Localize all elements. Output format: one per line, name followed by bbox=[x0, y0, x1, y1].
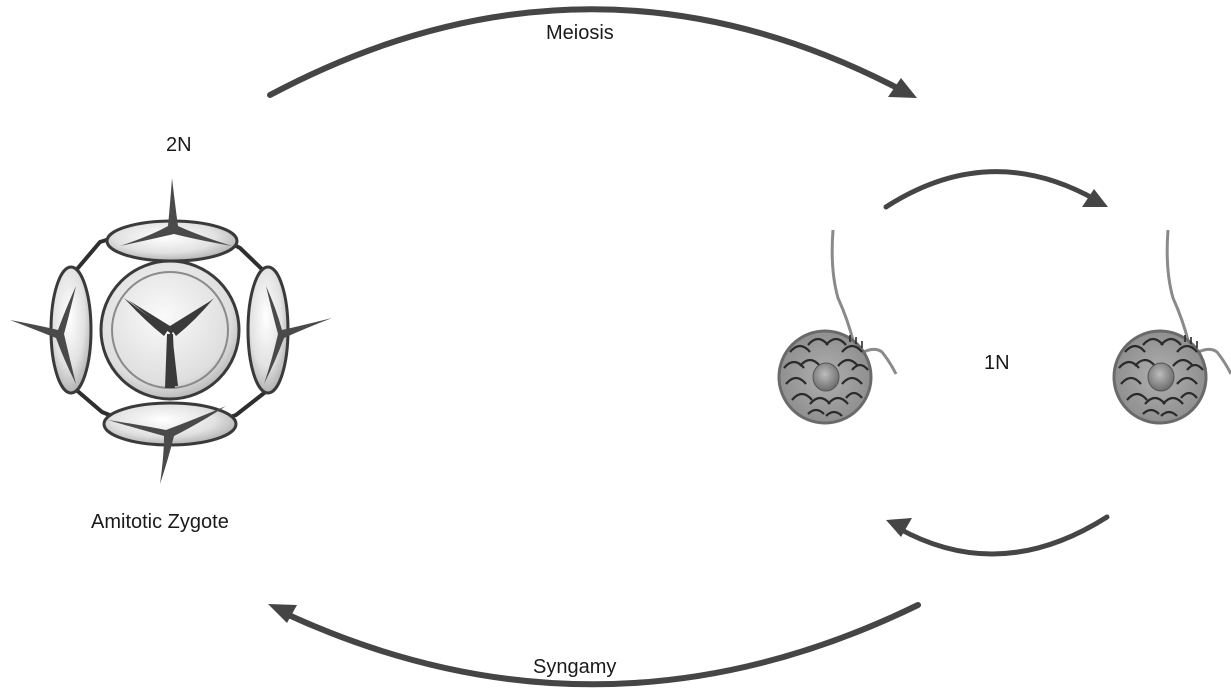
small-arrow-bottom bbox=[898, 517, 1107, 554]
zygote-label: Amitotic Zygote bbox=[91, 512, 229, 532]
syngamy-label: Syngamy bbox=[533, 657, 616, 677]
diploid-label: 2N bbox=[166, 135, 192, 155]
small-arrow-top-head bbox=[1082, 189, 1108, 207]
amitotic-zygote-icon bbox=[10, 178, 332, 484]
flagellated-gamete-icon-right bbox=[1114, 230, 1231, 423]
small-arrow-top bbox=[886, 172, 1096, 207]
flagellated-gamete-icon-left bbox=[779, 230, 896, 423]
meiosis-label: Meiosis bbox=[546, 23, 614, 43]
haploid-label: 1N bbox=[984, 353, 1010, 373]
